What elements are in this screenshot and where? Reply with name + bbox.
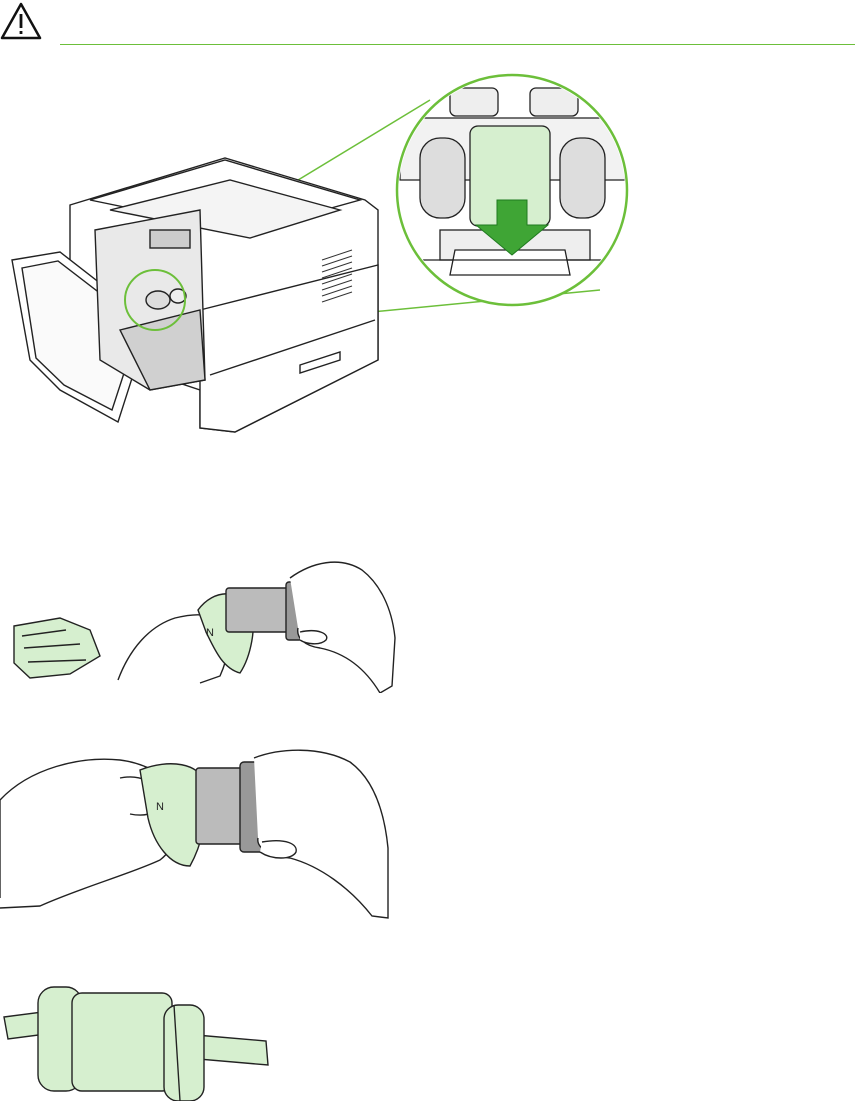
caution-header — [0, 0, 855, 46]
wipe-roller-closeup-figure: N — [0, 748, 390, 923]
cloth-letter-closeup: N — [156, 801, 164, 813]
printer-callout-figure — [0, 60, 640, 440]
printer-pickup-roller-callout — [0, 60, 640, 440]
hands-wiping-roller: N — [0, 748, 390, 923]
cloth-letter: N — [206, 627, 214, 639]
cloth-wipe-roller-figure: N — [0, 548, 400, 693]
caution-triangle-icon — [0, 0, 60, 46]
pickup-roller — [0, 975, 280, 1101]
cloth-and-roller-in-hands: N — [0, 548, 400, 693]
caution-divider — [60, 44, 855, 45]
clean-roller-figure — [0, 975, 280, 1101]
